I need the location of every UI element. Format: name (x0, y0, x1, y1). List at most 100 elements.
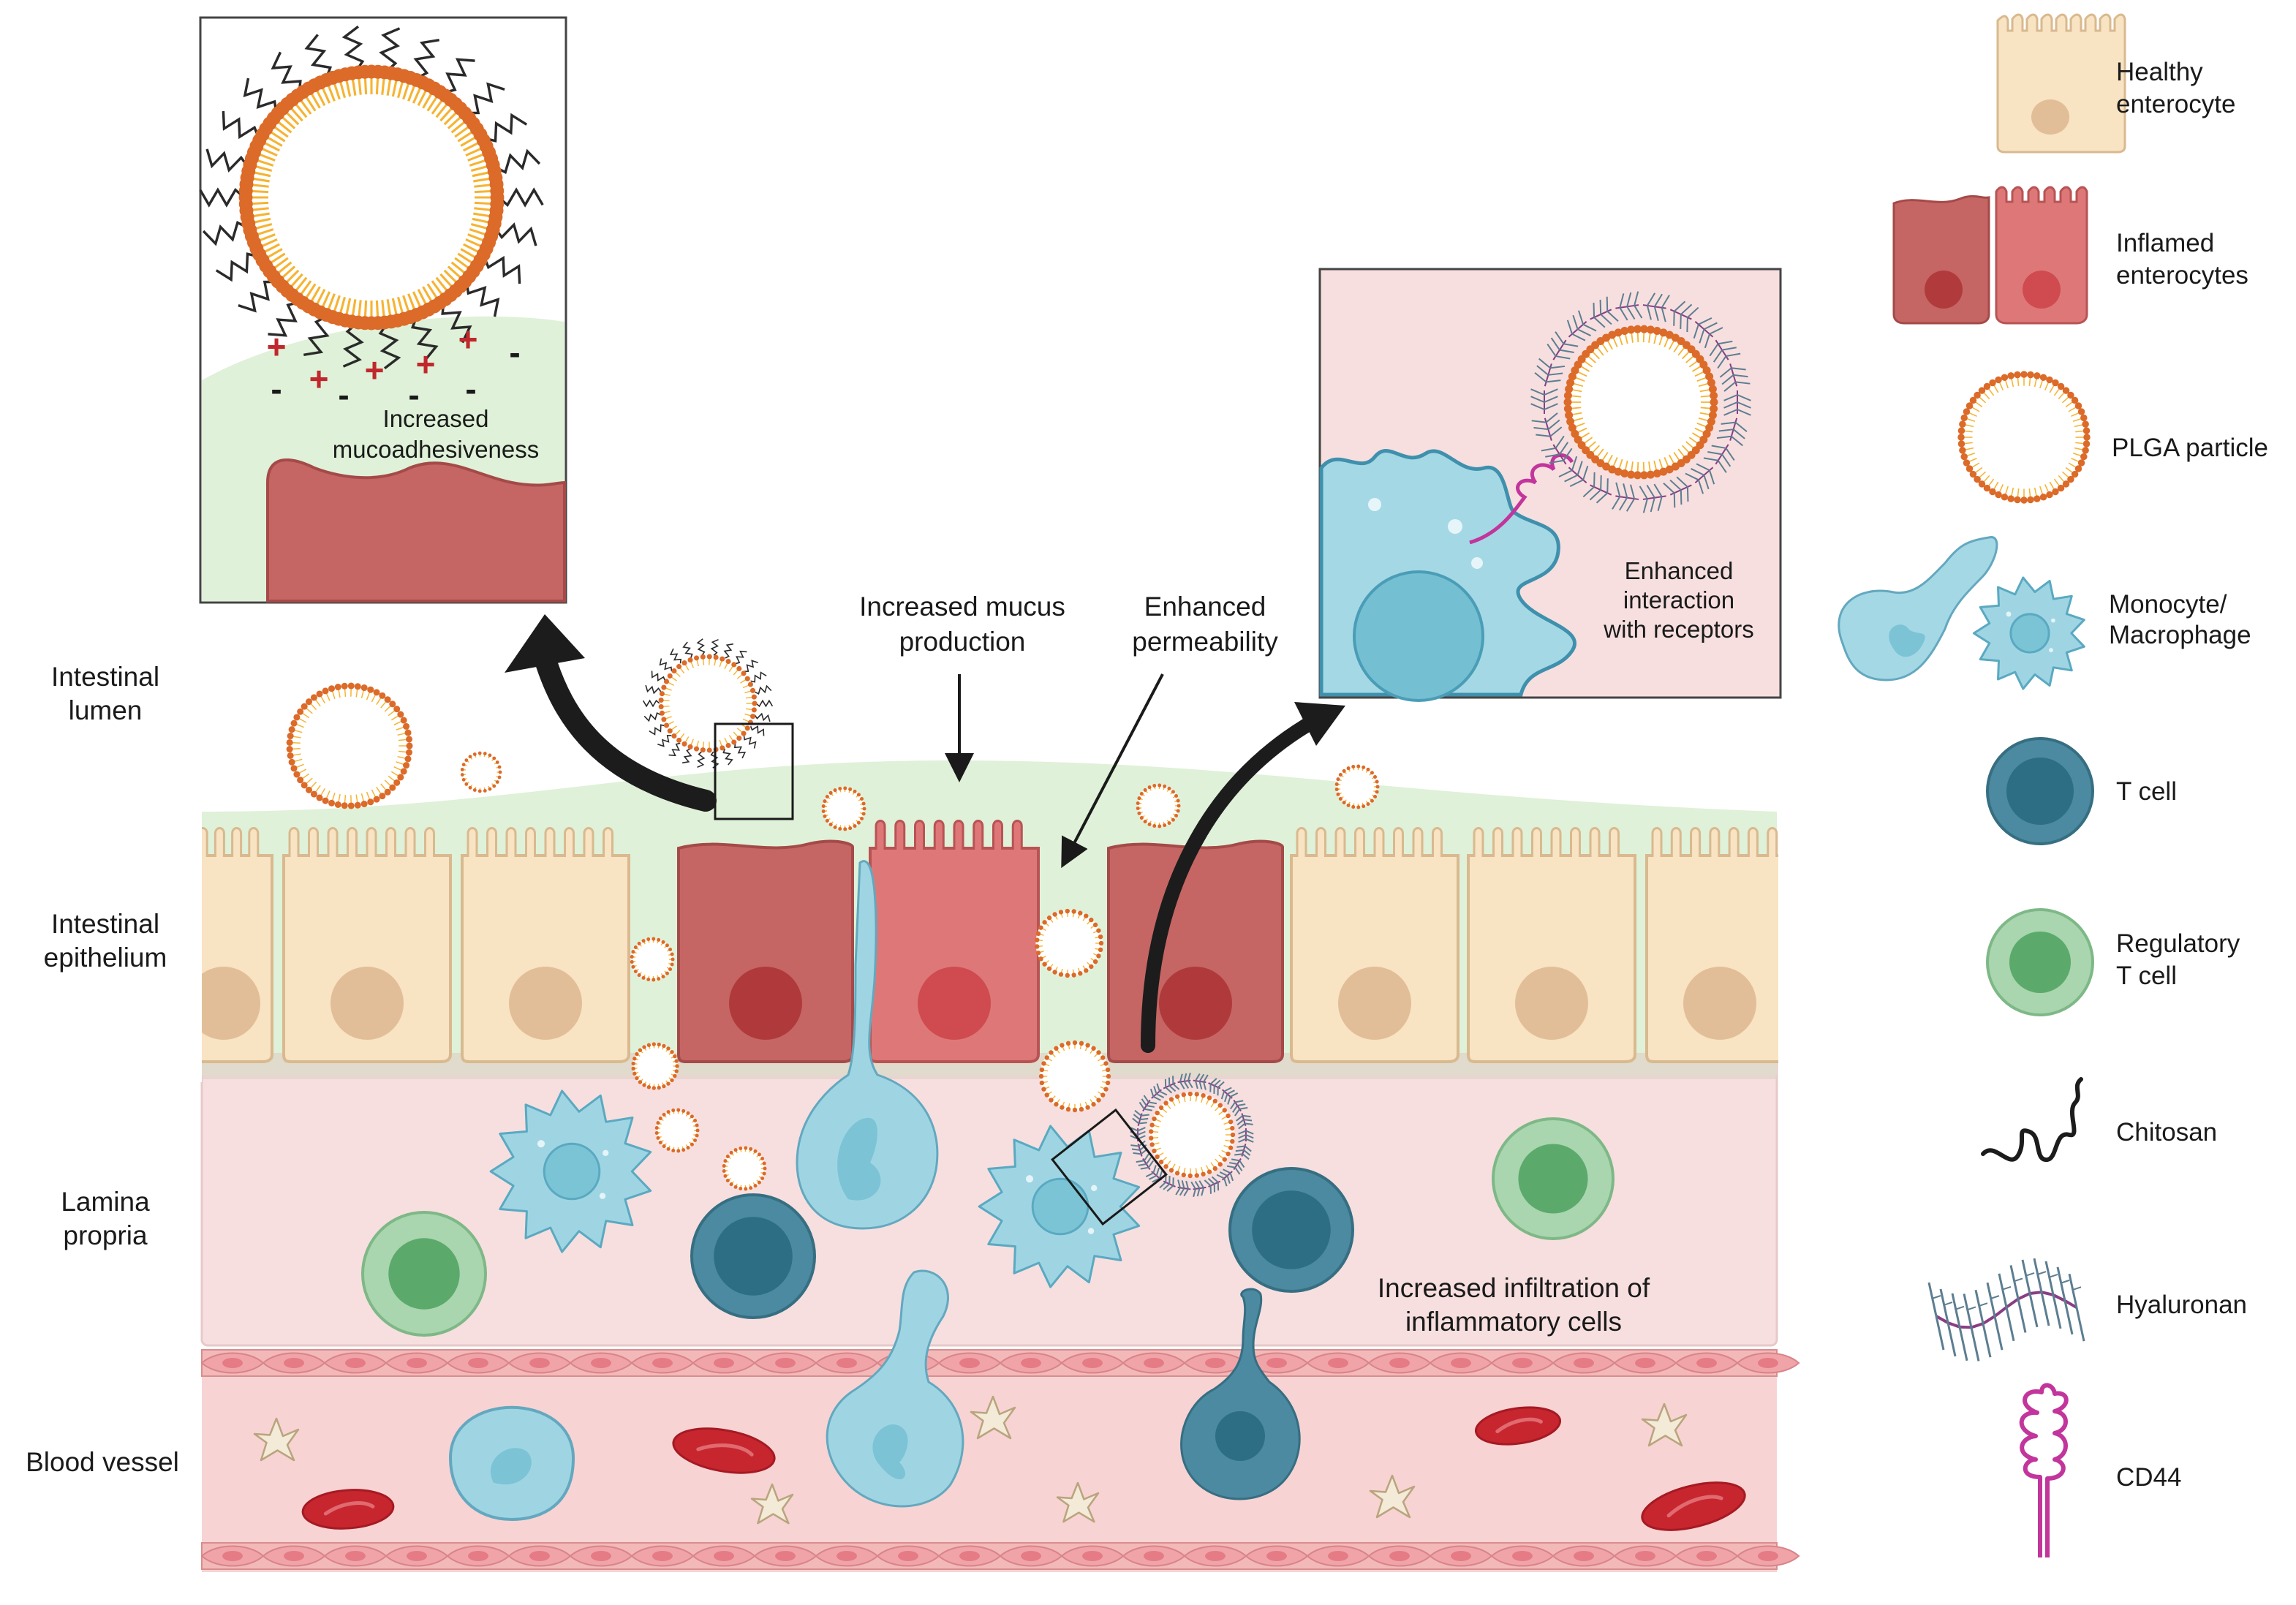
phospholipid-head (1066, 1041, 1070, 1046)
label-blood-vessel: Blood vessel (26, 1447, 179, 1477)
particle-lumen (635, 943, 669, 976)
plus-sign: + (267, 328, 287, 366)
endothelial-nucleus (345, 1358, 366, 1368)
phospholipid-head (758, 1181, 761, 1185)
phospholipid-head (492, 785, 496, 788)
hyaluronan-branch (1133, 1153, 1141, 1154)
phospholipid-head (2007, 372, 2014, 379)
inflamed-enterocyte (870, 821, 1038, 1062)
phospholipid-head (322, 798, 329, 804)
plus-sign: + (309, 360, 329, 398)
label-epithelium-1: Intestinal (51, 909, 159, 939)
phospholipid-head (1035, 944, 1039, 948)
phospholipid-head (862, 812, 866, 815)
microvillus (406, 828, 415, 858)
cell-nucleus (509, 967, 582, 1040)
phospholipid-head (695, 1133, 699, 1137)
phospholipid-head (316, 795, 322, 801)
phospholipid-head (736, 666, 741, 671)
phospholipid-head (647, 1085, 651, 1089)
phospholipid-head (694, 747, 699, 752)
microvillus (1413, 828, 1422, 858)
macrophage-nucleus (1354, 572, 1483, 700)
phospholipid-head (723, 1159, 727, 1163)
label-epithelium-2: epithelium (44, 943, 167, 973)
hyaluronan-branch (1245, 1124, 1253, 1125)
phospholipid-head (335, 801, 341, 808)
phospholipid-head (499, 771, 502, 774)
phospholipid-head (760, 1177, 764, 1180)
phospholipid-head (1347, 804, 1351, 807)
particle-lumen (268, 94, 475, 301)
phospholipid-head (657, 977, 660, 981)
phospholipid-head (1223, 1108, 1227, 1112)
endothelial-nucleus (1696, 1358, 1717, 1368)
phospholipid-head (688, 657, 693, 662)
phospholipid-head (763, 1171, 766, 1175)
phospholipid-head (2020, 371, 2027, 377)
phospholipid-head (1065, 909, 1070, 913)
microvillus (1691, 828, 1700, 858)
phospholipid-head (667, 1110, 671, 1114)
phospholipid-head (1375, 785, 1379, 788)
phospholipid-head (1045, 1092, 1049, 1097)
vesicle (600, 1193, 605, 1198)
phospholipid-head (1071, 909, 1076, 913)
phospholipid-head (635, 1076, 638, 1080)
phospholipid-head (688, 744, 693, 749)
phospholipid-head (676, 664, 681, 669)
phospholipid-head (661, 975, 665, 978)
endothelial-nucleus (468, 1551, 488, 1561)
phospholipid-head (1963, 408, 1970, 415)
phospholipid-head (722, 1164, 726, 1168)
phospholipid-head (1958, 427, 1965, 434)
phospholipid-head (2046, 491, 2053, 498)
phospholipid-head (405, 755, 412, 762)
phospholipid-head (739, 1187, 742, 1190)
phospholipid-head (488, 754, 492, 758)
phospholipid-head (1155, 1155, 1159, 1159)
phospholipid-head (1042, 920, 1046, 924)
phospholipid-head (1959, 420, 1965, 427)
phospholipid-head (681, 741, 687, 747)
phospholipid-head (707, 654, 712, 660)
phospholipid-head (2082, 447, 2088, 453)
phospholipid-head (301, 703, 308, 710)
chitosan-strand (711, 640, 718, 656)
phospholipid-head (1347, 766, 1351, 770)
phospholipid-head (2014, 496, 2020, 503)
phospholipid-head (1091, 1046, 1095, 1051)
phospholipid-head (662, 1084, 665, 1088)
chitosan-strand (657, 736, 671, 747)
phospholipid-head (287, 752, 294, 759)
microvillus (604, 828, 613, 858)
macrophage (1974, 578, 2084, 689)
phospholipid-head (2001, 494, 2008, 500)
phospholipid-head (490, 184, 504, 198)
microvillus (1768, 828, 1777, 858)
phospholipid-head (361, 684, 368, 691)
particle-lumen (637, 1048, 673, 1084)
macrophage-nucleus (544, 1144, 600, 1199)
endothelial-nucleus (1758, 1358, 1778, 1368)
phospholipid-head (659, 1117, 662, 1120)
phospholipid-head (676, 1109, 680, 1112)
phospholipid-head (1375, 780, 1379, 784)
microvillus (876, 821, 885, 850)
phospholipid-head (2083, 427, 2090, 434)
phospholipid-head (2052, 488, 2058, 495)
phospholipid-head (674, 1069, 678, 1073)
phospholipid-head (297, 777, 303, 783)
tcell-nucleus (714, 1217, 793, 1296)
phospholipid-head (2033, 495, 2040, 502)
particle-lumen (1581, 342, 1701, 462)
healthy-enterocyte (462, 828, 629, 1062)
phospholipid-head (2027, 371, 2033, 378)
legend-monocyte-macrophage (1839, 537, 2085, 689)
phospholipid-head (763, 1166, 766, 1170)
endothelial-nucleus (1021, 1358, 1041, 1368)
endothelial-nucleus (1696, 1551, 1717, 1561)
phospholipid-head (673, 1054, 676, 1058)
macrophage-nucleus (2011, 614, 2049, 652)
endothelial-nucleus (1574, 1551, 1594, 1561)
